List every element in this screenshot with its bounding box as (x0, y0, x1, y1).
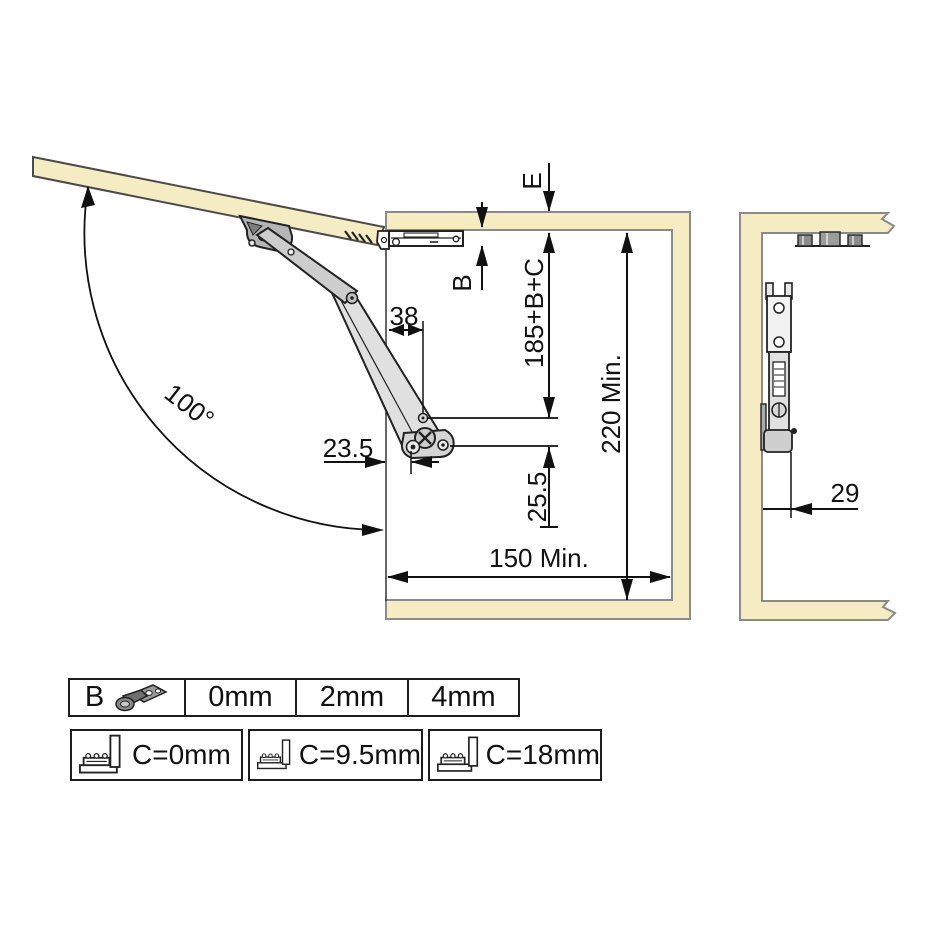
c-option-box-2: C=18mm (428, 729, 602, 781)
dimension-side-clearance (763, 452, 858, 518)
overlay-hinge-icon (437, 736, 479, 772)
side-lift-arm (760, 282, 797, 453)
b-option-2: 4mm (406, 680, 518, 715)
side-cabinet-section (739, 212, 897, 621)
dim-arm-offset-label: 38 (390, 301, 419, 331)
c-option-box-0: C=0mm (70, 729, 243, 781)
dimension-pivot-offset (324, 451, 439, 474)
b-table-header-label: B (84, 681, 105, 713)
dim-min-width-label: 150 Min. (489, 543, 589, 573)
open-lid (32, 155, 386, 247)
dimension-e (543, 163, 555, 212)
dimension-pivot-drop (540, 447, 558, 528)
dim-e-label: E (517, 172, 547, 189)
overlay-hinge-icon (257, 739, 291, 770)
overlay-hinge-icon (79, 734, 121, 774)
c-option-label: C=9.5mm (298, 739, 421, 770)
cup-hinge-icon (115, 683, 168, 711)
dim-pivot-drop-label: 25.5 (522, 472, 552, 523)
dim-side-clearance-label: 29 (831, 478, 860, 508)
c-option-label: C=18mm (485, 739, 600, 770)
dim-b-label: B (447, 274, 477, 291)
dimension-min-width (387, 571, 671, 583)
main-view: 100° E B 185+B+C (32, 155, 691, 620)
dim-min-depth-label: 220 Min. (596, 354, 626, 454)
side-mounting-plate (795, 231, 870, 247)
b-table-header: B (70, 680, 184, 715)
opening-angle-label: 100° (159, 378, 220, 435)
lift-arm (255, 226, 455, 460)
lid-screw-hatch (344, 230, 373, 244)
dimension-min-depth (621, 232, 633, 600)
c-option-label: C=0mm (132, 739, 231, 770)
dimension-arm-offset (389, 321, 424, 413)
c-option-box-1: C=9.5mm (248, 729, 423, 781)
dim-plate-height-label: 185+B+C (519, 258, 549, 368)
opening-arc (81, 186, 384, 536)
mounting-plate (376, 230, 464, 250)
dim-pivot-offset-label: 23.5 (323, 433, 374, 463)
b-option-0: 0mm (183, 680, 295, 715)
lift-arm-upper-link (255, 226, 359, 305)
dimension-plate-height (543, 232, 555, 418)
dimension-b (476, 202, 488, 290)
b-option-1: 2mm (294, 680, 407, 715)
b-adjustment-table: B 0mm 2mm 4mm (68, 678, 520, 717)
side-view: 29 (739, 212, 897, 621)
